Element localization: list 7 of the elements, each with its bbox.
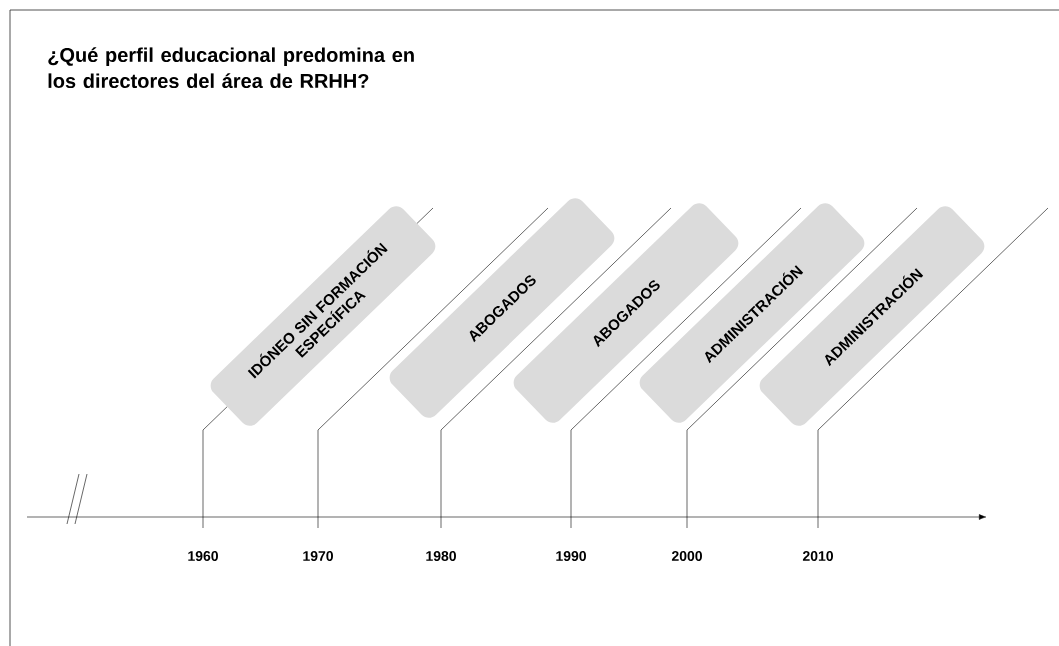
- year-label: 2010: [802, 551, 833, 561]
- year-label: 1980: [426, 551, 456, 561]
- title: ¿Qué perfil educacional predomina en los directores del área de RRHH?: [48, 47, 414, 89]
- year-label: 1970: [303, 551, 333, 561]
- year-label: 1990: [556, 551, 586, 561]
- year-label: 2000: [671, 551, 702, 561]
- year-label: 1960: [188, 551, 218, 561]
